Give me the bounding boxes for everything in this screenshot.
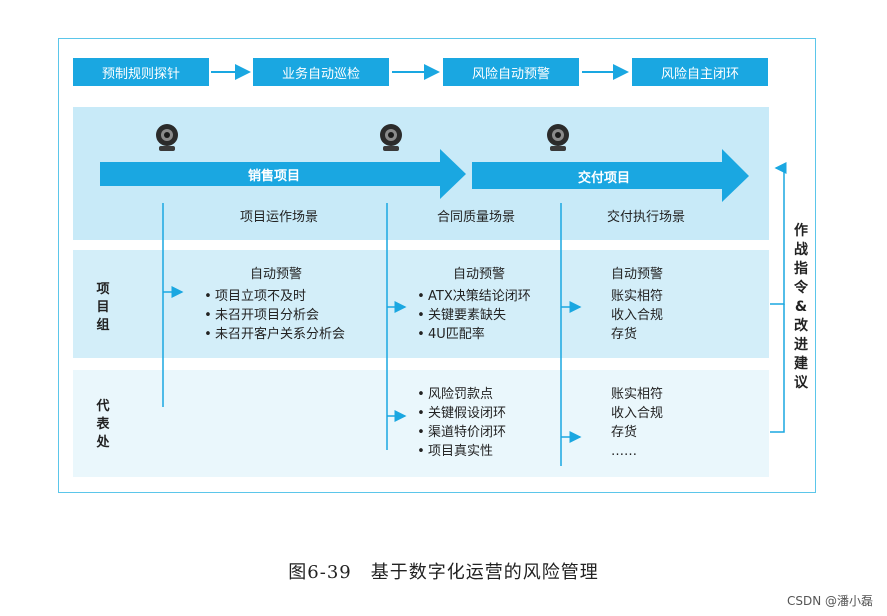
list-item: 收入合规 (611, 308, 664, 323)
list-item: 项目立项不及时 (201, 287, 345, 306)
warning-title: 自动预警 (250, 267, 303, 282)
list-item: ATX决策结论闭环 (414, 287, 531, 306)
row-label-rep-office: 代表处 (96, 399, 110, 450)
warning-list: 项目立项不及时 未召开项目分析会 未召开客户关系分析会 (201, 287, 345, 344)
list-item: 项目真实性 (414, 442, 506, 461)
warning-list: 账实相符 收入合规 存货 (611, 287, 663, 344)
list-item: 账实相符 (611, 387, 664, 402)
warning-list: ATX决策结论闭环 关键要素缺失 4U匹配率 (414, 287, 531, 344)
scene-label-project-ops: 项目运作场景 (240, 210, 319, 225)
stage-box-rule-probe: 预制规则探针 (73, 58, 209, 86)
list-item: 存货 (611, 425, 638, 440)
diagram-frame (58, 38, 816, 493)
list-item: 存货 (611, 327, 638, 342)
stage-label: 风险自主闭环 (660, 66, 739, 82)
stage-box-auto-closure: 风险自主闭环 (632, 58, 768, 86)
warning-title: 自动预警 (453, 267, 506, 282)
list-item: 4U匹配率 (414, 325, 531, 344)
scene-label-delivery-exec: 交付执行场景 (607, 210, 686, 225)
figure-caption: 图6-39 基于数字化运营的风险管理 (288, 562, 599, 583)
list-item: 风险罚款点 (414, 385, 506, 404)
watermark: CSDN @潘小磊 (786, 594, 873, 608)
sales-arrow-shape (100, 149, 466, 199)
camera-icon (380, 124, 402, 151)
list-item: 关键要素缺失 (414, 306, 531, 325)
delivery-arrow-label: 交付项目 (578, 171, 631, 186)
stage-label: 业务自动巡检 (281, 66, 360, 82)
list-item: 账实相符 (611, 289, 664, 304)
list-item: 关键假设闭环 (414, 404, 506, 423)
sales-arrow-label: 销售项目 (248, 169, 301, 184)
rep-office-list: 账实相符 收入合规 存货 …… (611, 385, 663, 461)
list-item: 收入合规 (611, 406, 664, 421)
stage-box-auto-warning: 风险自动预警 (443, 58, 579, 86)
feedback-label: 作战指令&改进建议 (794, 223, 808, 391)
stage-label: 风险自动预警 (471, 66, 550, 82)
delivery-arrow-shape (472, 149, 749, 202)
list-item: …… (611, 444, 637, 459)
stage-label: 预制规则探针 (101, 66, 180, 82)
row-label-project-group: 项目组 (96, 282, 110, 333)
list-item: 未召开项目分析会 (201, 306, 345, 325)
list-item: 渠道特价闭环 (414, 423, 506, 442)
scene-label-contract-quality: 合同质量场景 (437, 210, 516, 225)
list-item: 未召开客户关系分析会 (201, 325, 345, 344)
warning-title: 自动预警 (611, 267, 664, 282)
camera-icon (156, 124, 178, 151)
camera-icon (547, 124, 569, 151)
rep-office-list: 风险罚款点 关键假设闭环 渠道特价闭环 项目真实性 (414, 385, 506, 461)
stage-box-auto-inspection: 业务自动巡检 (253, 58, 389, 86)
